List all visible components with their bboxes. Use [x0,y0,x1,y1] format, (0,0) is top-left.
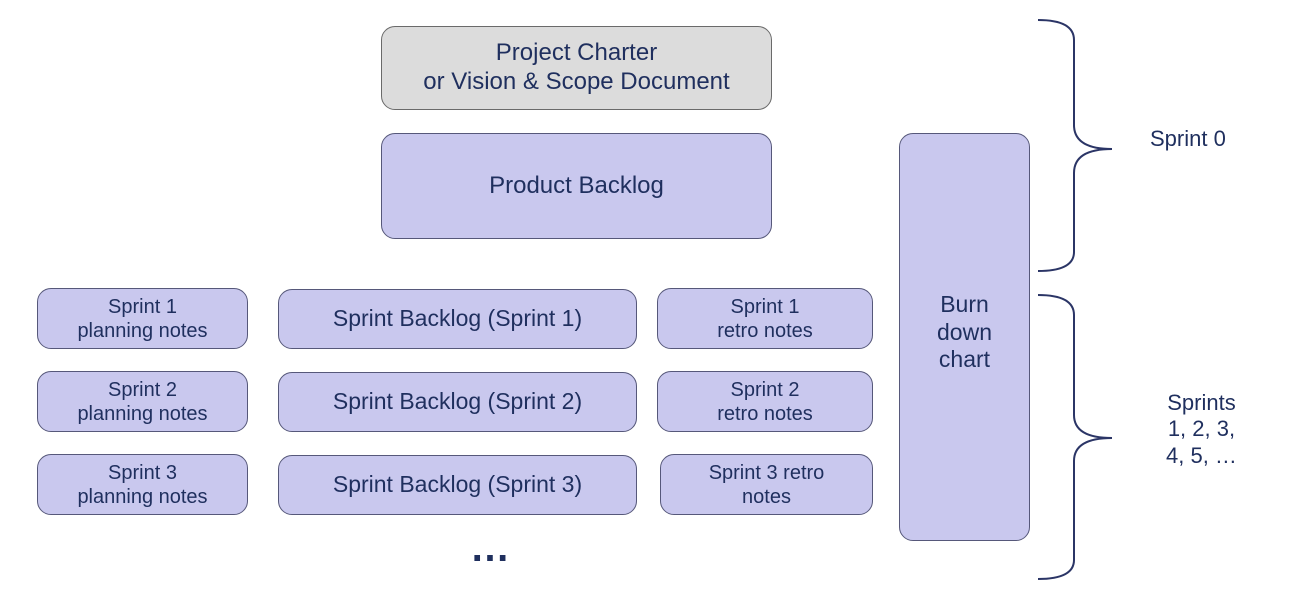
sprint-3-retro-notes: Sprint 3 retro notes [660,454,873,515]
sprint-1-retro-notes: Sprint 1 retro notes [657,288,873,349]
sprint-0-label: Sprint 0 [1150,126,1226,151]
product-backlog-box: Product Backlog [381,133,772,239]
sprints-1-5-label: Sprints 1, 2, 3, 4, 5, … [1166,390,1237,468]
sprints-brace [1037,294,1113,580]
sprint-2-planning-notes: Sprint 2 planning notes [37,371,248,432]
project-charter-box: Project Charter or Vision & Scope Docume… [381,26,772,110]
sprint-3-planning-notes: Sprint 3 planning notes [37,454,248,515]
sprint-3-backlog: Sprint Backlog (Sprint 3) [278,455,637,515]
sprint-0-brace [1037,19,1113,272]
sprint-2-retro-notes: Sprint 2 retro notes [657,371,873,432]
sprint-1-backlog: Sprint Backlog (Sprint 1) [278,289,637,349]
sprint-2-backlog: Sprint Backlog (Sprint 2) [278,372,637,432]
burndown-chart-box: Burn down chart [899,133,1030,541]
sprint-1-planning-notes: Sprint 1 planning notes [37,288,248,349]
continuation-ellipsis: … [470,526,516,570]
